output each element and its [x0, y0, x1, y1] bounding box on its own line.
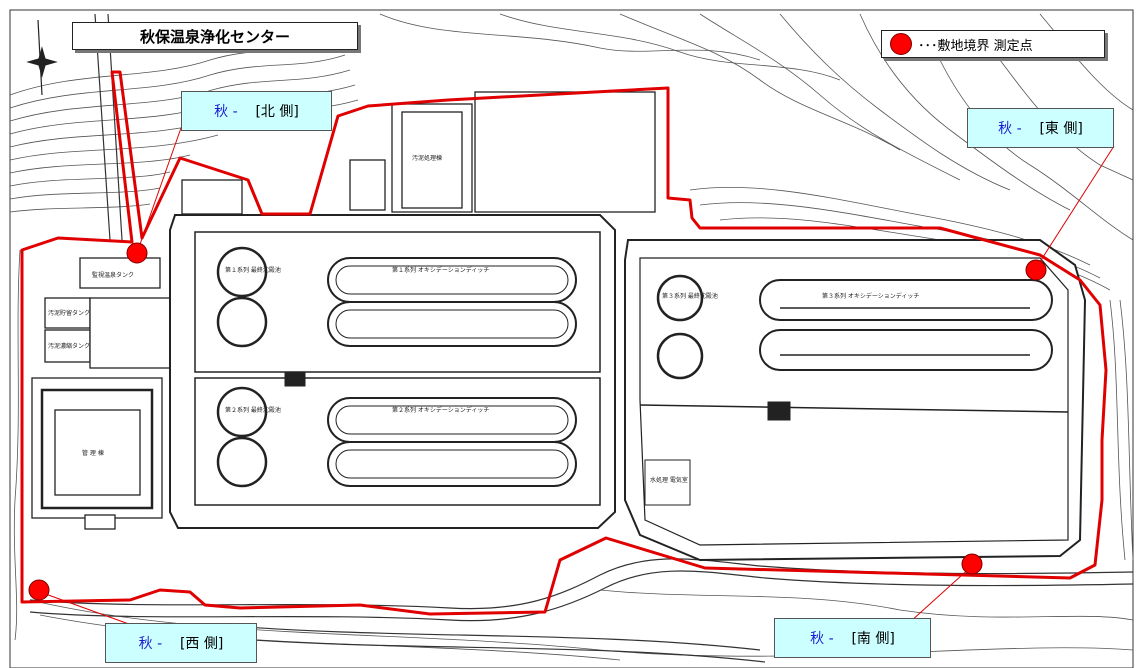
point-south-icon — [961, 553, 983, 575]
label-north-prefix: 秋 - — [214, 104, 238, 120]
point-north-icon — [126, 242, 148, 264]
access-road — [29, 13, 1134, 663]
tank-w2-label: 汚泥濃縮タンク — [48, 342, 90, 350]
legend-label: ･･･敷地境界 測定点 — [918, 38, 1033, 54]
series1-tank-label: 第１系列 最終沈殿池 — [225, 266, 281, 274]
measurement-points — [28, 242, 1047, 601]
north-buildings — [349, 91, 656, 213]
west-buildings — [31, 179, 243, 530]
series1-treatment — [216, 246, 577, 348]
point-west-icon — [28, 579, 50, 601]
label-west: 秋 - [西 側] — [105, 623, 257, 663]
map-title: 秋保温泉浄化センター — [72, 22, 358, 50]
north-arrow-icon — [26, 19, 58, 96]
map-frame — [9, 9, 1134, 668]
series3-ditch-label: 第３系列 オキシデーションディッチ — [822, 292, 919, 300]
label-west-prefix: 秋 - — [138, 636, 163, 652]
tank-w1-label: 汚泥貯留タンク — [48, 309, 90, 317]
admin-building-label: 管 理 棟 — [82, 449, 104, 457]
upper-building-label: 汚泥処理棟 — [412, 154, 442, 162]
label-north: 秋 - [北 側] — [181, 91, 332, 131]
label-west-side: [西 側] — [179, 636, 224, 652]
point-east-icon — [1025, 259, 1047, 281]
series2-ditch-label: 第２系列 オキシデーションディッチ — [392, 406, 489, 414]
label-east: 秋 - [東 側] — [967, 108, 1114, 148]
label-south: 秋 - [南 側] — [774, 618, 931, 658]
legend: ･･･敷地境界 測定点 — [881, 30, 1105, 58]
label-east-side: [東 側] — [1039, 121, 1083, 137]
label-east-prefix: 秋 - — [998, 121, 1022, 137]
series3-treatment — [644, 274, 1053, 506]
series1-ditch-label: 第１系列 オキシデーションディッチ — [392, 266, 489, 274]
label-south-side: [南 側] — [851, 631, 895, 647]
series2-tank-label: 第２系列 最終沈殿池 — [225, 406, 281, 414]
red-circle-icon — [890, 33, 912, 55]
series3-tank-label: 第３系列 最終沈殿池 — [662, 292, 718, 300]
label-south-prefix: 秋 - — [810, 631, 834, 647]
tank-nw-label: 監視温泉タンク — [92, 271, 134, 279]
electric-room-label: 水処理 電気室 — [650, 476, 688, 484]
label-north-side: [北 側] — [255, 104, 299, 120]
east-platform — [624, 239, 1087, 562]
site-boundary — [20, 70, 1108, 616]
series2-treatment — [216, 371, 577, 488]
leader-lines — [39, 127, 1115, 629]
